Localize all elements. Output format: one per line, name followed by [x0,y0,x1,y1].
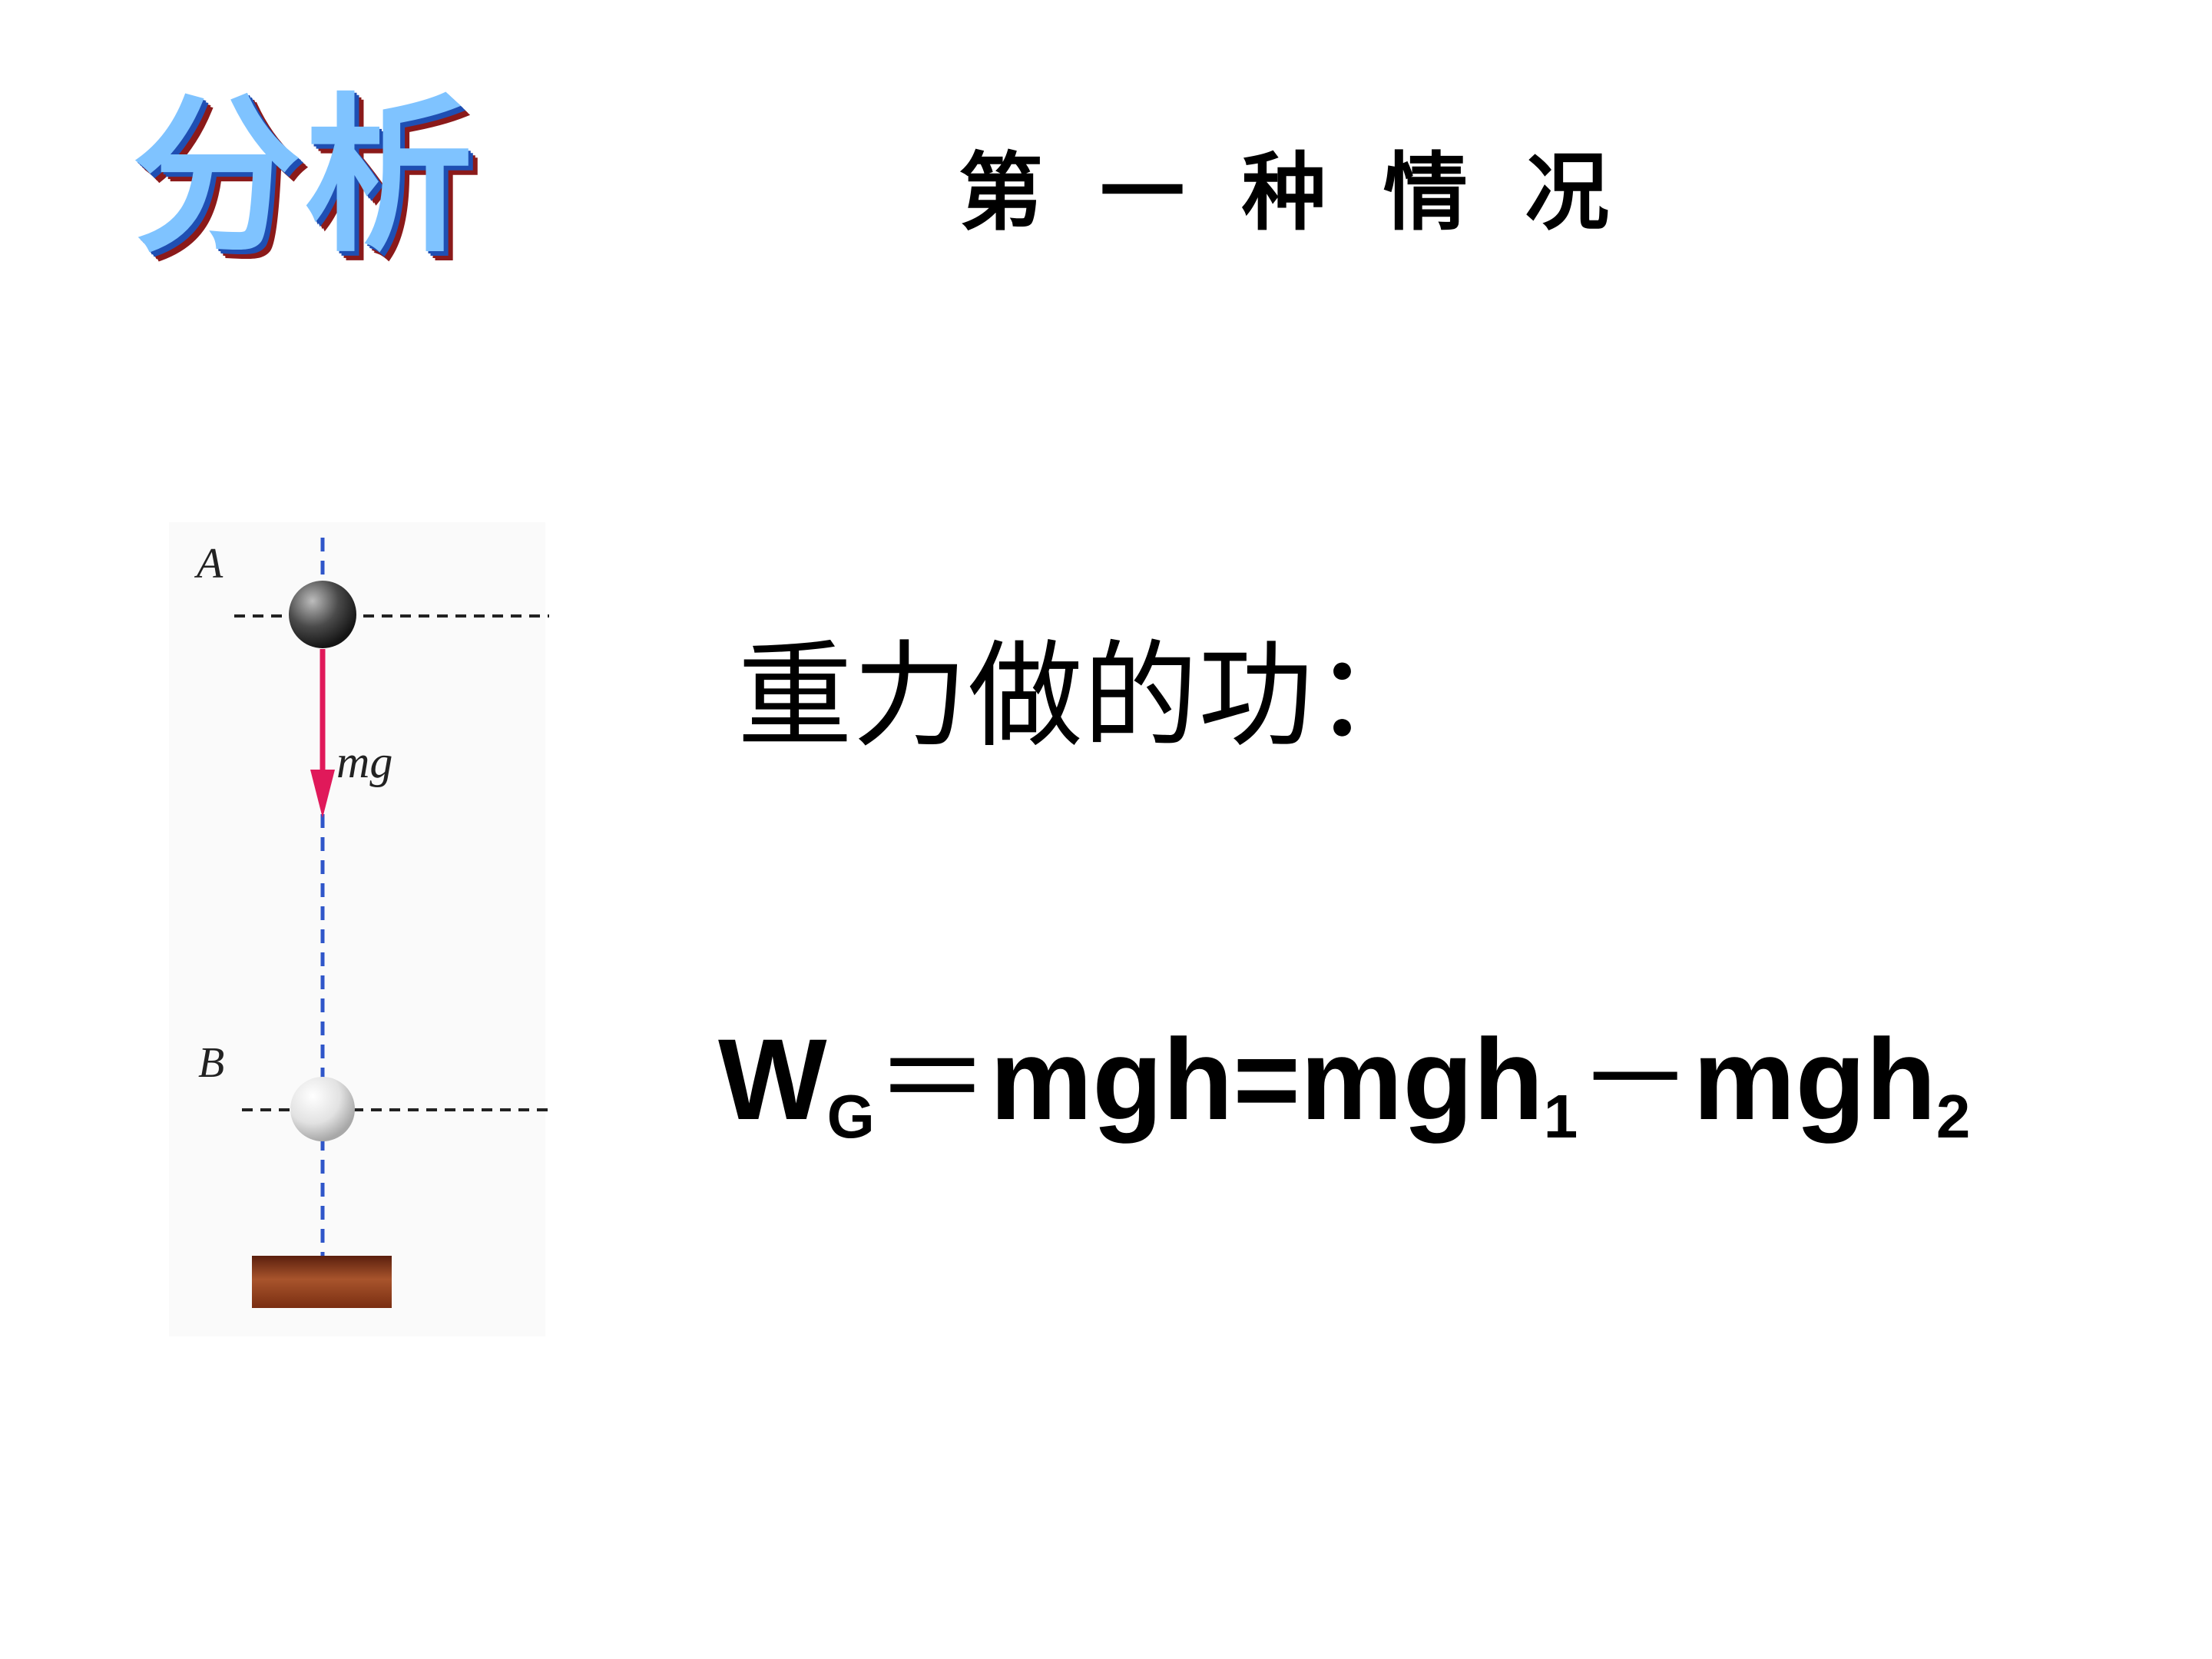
formula-part2: mgh [1693,1015,1936,1144]
formula-subscript-1: 1 [1543,1082,1578,1151]
formula-minus: － [1578,1013,1694,1147]
gravity-arrow-head [310,770,335,818]
label-b: B [198,1039,224,1087]
ground-block [252,1256,392,1308]
formula-part1: mgh=mgh [989,1015,1544,1144]
free-fall-diagram: A B mg [169,522,549,1336]
force-label: mg [336,737,392,787]
formula-subscript-2: 2 [1936,1082,1971,1151]
work-heading: 重力做的功： [737,630,1429,763]
formula-equals: ＝ [874,1013,990,1147]
ball-b [290,1077,355,1141]
formula-w-subscript: G [826,1082,875,1151]
diagram-background [169,522,545,1336]
slide-subtitle: 第 一 种 情 况 [959,144,1616,242]
slide-title: 分析 [132,78,477,275]
work-formula: WG＝mgh=mgh1－mgh2 [718,1022,1970,1147]
formula-w: W [718,1015,827,1144]
ball-a [289,581,356,648]
label-a: A [194,540,224,588]
